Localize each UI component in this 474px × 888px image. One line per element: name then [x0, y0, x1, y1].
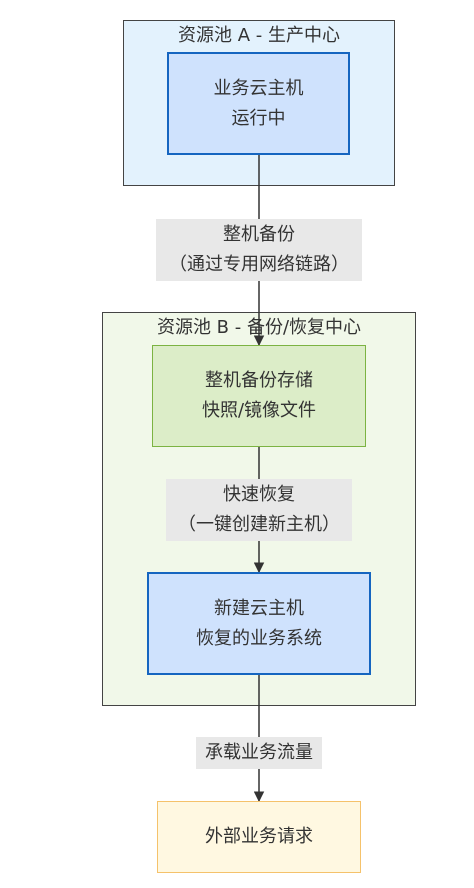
edge-backup-label: 整机备份 （通过专用网络链路） — [156, 219, 362, 281]
node-backup-store-line1: 整机备份存储 — [205, 370, 313, 391]
edge-backup-label-line1: 整机备份 — [223, 224, 295, 245]
edge-restore-label-line2: （一键创建新主机） — [178, 514, 340, 535]
node-app-vm-line2: 运行中 — [231, 107, 286, 129]
node-app-vm[interactable]: 业务云主机 运行中 — [167, 52, 350, 155]
edge-traffic-label: 承载业务流量 — [196, 737, 322, 769]
cluster-production-title: 资源池 A - 生产中心 — [178, 25, 340, 46]
edge-traffic-label-line1: 承载业务流量 — [205, 742, 313, 763]
edge-restore-label: 快速恢复 （一键创建新主机） — [166, 479, 352, 541]
edge-restore-label-line1: 快速恢复 — [223, 484, 295, 505]
node-new-vm-line2: 恢复的业务系统 — [196, 627, 322, 649]
node-backup-store[interactable]: 整机备份存储 快照/镜像文件 — [152, 345, 366, 447]
node-app-vm-line1: 业务云主机 — [213, 77, 304, 99]
edge-backup-label-line2: （通过专用网络链路） — [169, 254, 349, 275]
node-external-requests[interactable]: 外部业务请求 — [157, 801, 361, 873]
node-new-vm[interactable]: 新建云主机 恢复的业务系统 — [147, 572, 371, 675]
node-external-requests-line1: 外部业务请求 — [205, 826, 313, 847]
node-new-vm-line1: 新建云主机 — [214, 597, 304, 619]
node-backup-store-line2: 快照/镜像文件 — [201, 400, 317, 421]
